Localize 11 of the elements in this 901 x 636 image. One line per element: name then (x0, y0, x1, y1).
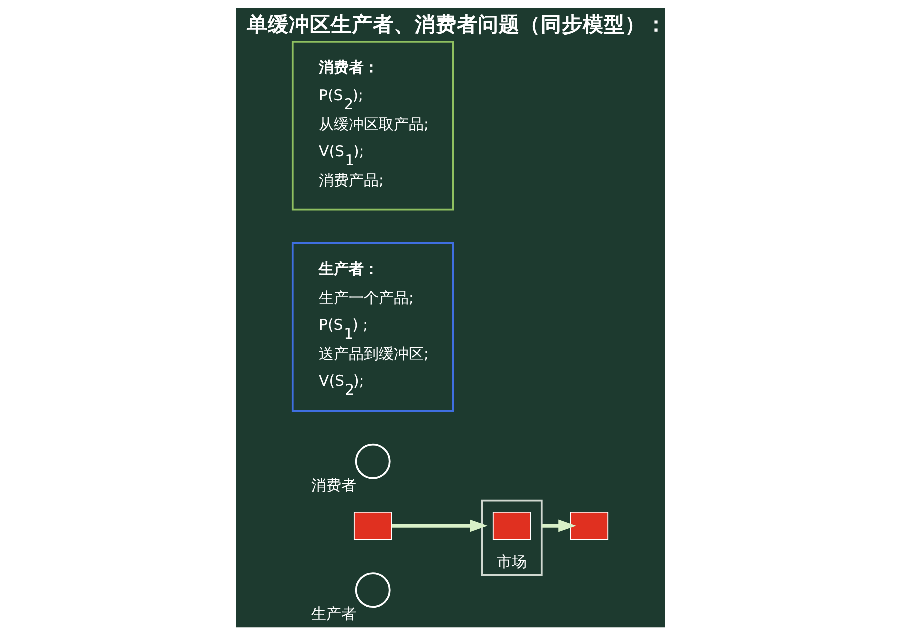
node-box (570, 512, 609, 540)
arrow (392, 520, 488, 532)
arrow (542, 520, 576, 532)
cluster: 市场 (481, 500, 543, 576)
node-label: 生产者 (312, 605, 357, 624)
node-person (355, 444, 391, 480)
node-box (354, 512, 392, 540)
diagram-title: 单缓冲区生产者、消费者问题（同步模型）： (247, 12, 668, 36)
node-label: 消费者 (312, 476, 357, 494)
node-person (355, 572, 391, 608)
node-box (492, 512, 532, 540)
